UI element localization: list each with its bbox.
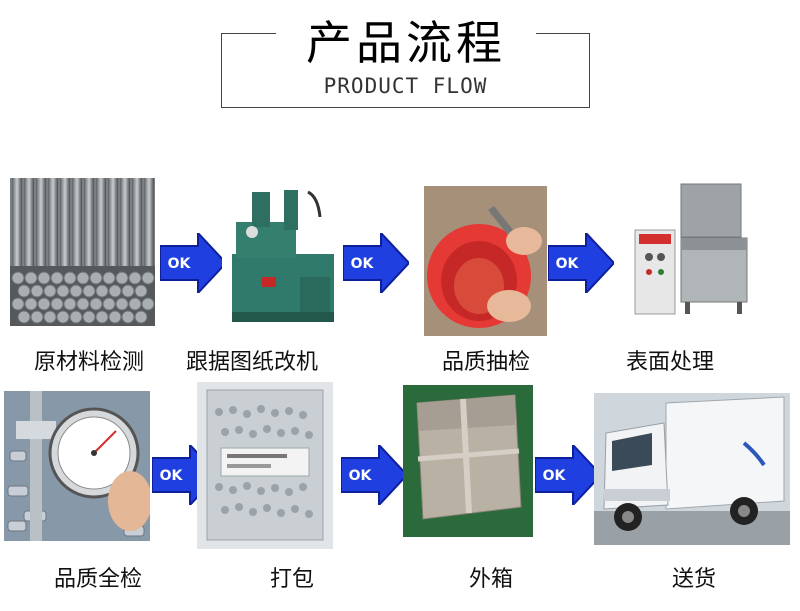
photo-carton-box (403, 385, 533, 537)
photo-sampling-inspection (424, 186, 547, 336)
photo-packing-bag (197, 382, 333, 549)
step-label-surface-treatment: 表面处理 (626, 350, 715, 375)
arrow-label: OK (543, 468, 567, 484)
step-label-delivery: 送货 (672, 567, 717, 592)
arrow-ok-2: OK (343, 233, 409, 293)
arrow-ok-3: OK (548, 233, 614, 293)
arrow-label: OK (168, 256, 192, 272)
step-label-raw-material-inspection: 原材料检测 (34, 350, 145, 375)
step-label-full-inspection: 品质全检 (54, 567, 143, 592)
arrow-label: OK (160, 468, 184, 484)
step-label-outer-carton: 外箱 (469, 567, 514, 592)
arrow-label: OK (556, 256, 580, 272)
photo-full-inspection (4, 391, 150, 541)
arrow-ok-1: OK (160, 233, 226, 293)
step-label-machine-adjustment: 跟据图纸改机 (186, 350, 319, 375)
photo-machine (222, 182, 344, 327)
step-label-sampling-inspection: 品质抽检 (442, 350, 531, 375)
photo-delivery-truck (594, 393, 790, 545)
page-subtitle: PRODUCT FLOW (323, 74, 488, 98)
step-label-packing: 打包 (270, 567, 315, 592)
arrow-ok-6: OK (535, 445, 601, 505)
photo-raw-material-rods (10, 178, 155, 326)
photo-surface-treatment (627, 182, 751, 322)
page-title: 产品流程 (276, 16, 536, 70)
arrow-label: OK (351, 256, 375, 272)
arrow-ok-5: OK (341, 445, 407, 505)
arrow-label: OK (349, 468, 373, 484)
